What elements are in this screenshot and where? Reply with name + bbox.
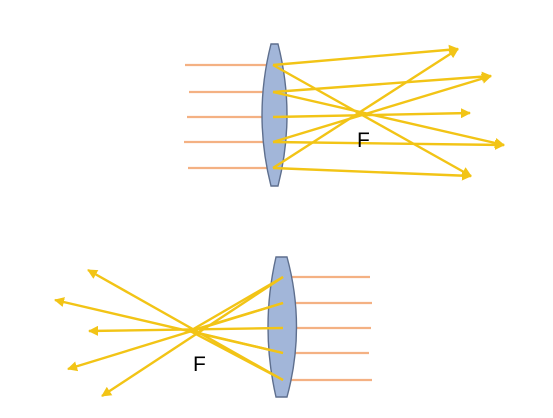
refracted-ray — [272, 166, 473, 181]
refracted-ray — [272, 47, 459, 170]
refracted-ray — [272, 73, 492, 144]
refracted-ray — [189, 329, 284, 355]
refracted-ray — [272, 44, 460, 67]
diagram-top: F — [184, 43, 506, 187]
refracted-ray — [272, 90, 505, 148]
incoming-rays-top — [184, 63, 273, 170]
refracted-ray — [272, 71, 493, 94]
convex-lens-top — [261, 43, 288, 187]
refracted-ray — [189, 301, 284, 333]
refracted-ray — [189, 275, 284, 333]
refracted-ray — [189, 329, 284, 382]
incoming-rays-bottom — [281, 275, 372, 382]
focus-label: F — [357, 129, 370, 152]
refracted-rays-top — [272, 44, 506, 181]
diagram-bottom: F — [54, 256, 372, 398]
focus-label: F — [193, 353, 206, 376]
refracted-rays-bottom — [54, 268, 284, 398]
refracted-ray — [101, 275, 284, 398]
refracted-ray — [272, 63, 472, 178]
